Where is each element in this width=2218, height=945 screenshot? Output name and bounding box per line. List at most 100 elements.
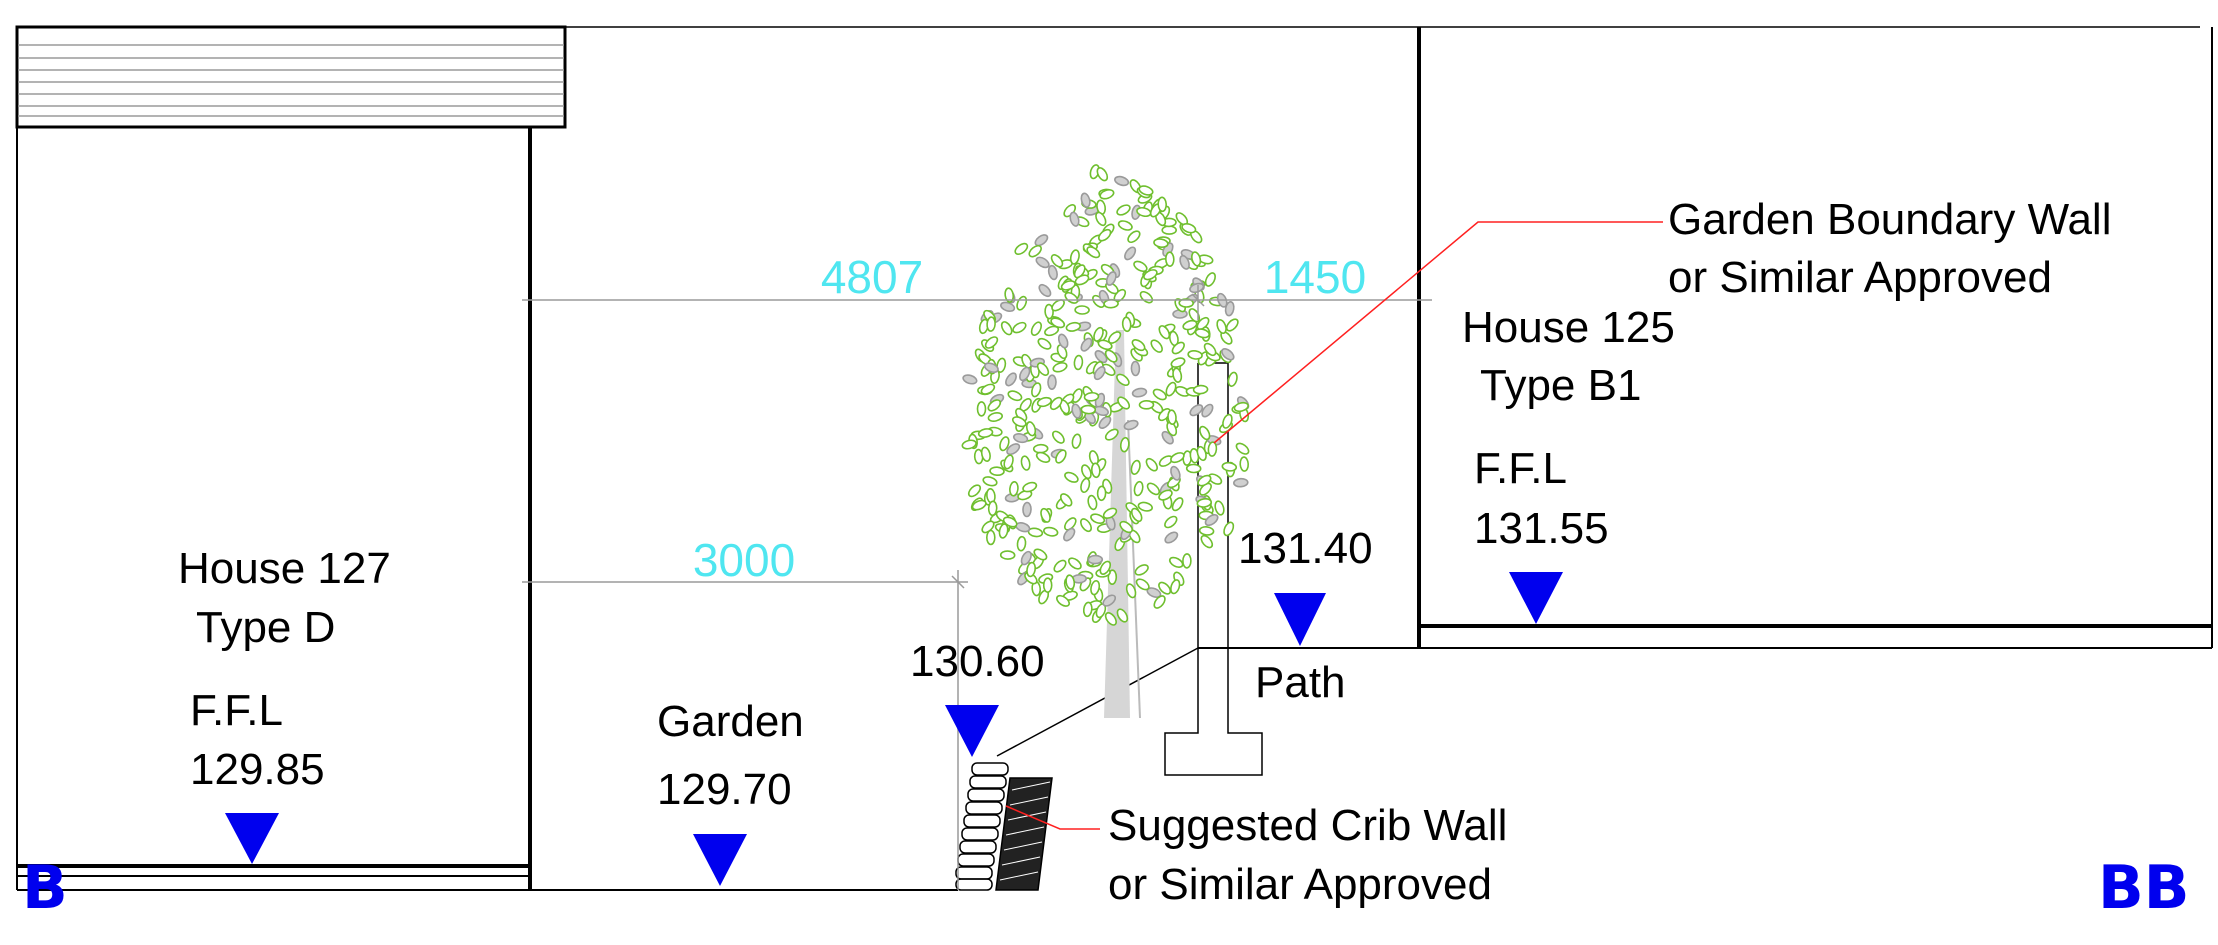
tree-leaf — [987, 411, 1003, 423]
tree-leaf — [1056, 594, 1070, 607]
tree-leaf — [1064, 471, 1079, 483]
tree-leaf — [1083, 391, 1100, 402]
tree-leaf — [1090, 580, 1101, 596]
tree-leaf — [1073, 264, 1086, 279]
tree-leaf — [976, 401, 987, 417]
crib-top-level: 130.60 — [910, 637, 1045, 686]
tree-leaf — [1050, 254, 1064, 268]
tree-leaf — [1037, 337, 1052, 350]
tree-leaf — [1019, 366, 1031, 382]
tree-leaf — [1138, 185, 1154, 196]
tree-leaf — [1093, 366, 1106, 381]
house-125-type: Type B1 — [1480, 361, 1641, 410]
tree-leaf — [1214, 500, 1225, 516]
tree-leaf — [1199, 482, 1212, 496]
tree-leaf — [1222, 413, 1233, 429]
tree-leaf — [1227, 371, 1238, 387]
tree-leaf — [1164, 515, 1178, 529]
tree-leaf — [1200, 534, 1214, 549]
tree-leaf — [961, 439, 977, 450]
tree-leaf — [1182, 319, 1198, 331]
tree-leaf — [1087, 494, 1098, 511]
tree-leaf — [1187, 350, 1203, 360]
tree-leaf — [1171, 497, 1184, 512]
tree-leaf — [1059, 493, 1073, 507]
tree-leaf — [1198, 526, 1215, 536]
tree-leaf — [1074, 274, 1090, 286]
tree-leaf — [1055, 449, 1067, 464]
house-127-type: Type D — [196, 603, 335, 652]
tree-leaf — [1081, 464, 1092, 480]
tree-leaf — [1022, 501, 1032, 518]
tree-leaf — [977, 428, 994, 438]
tree-leaf — [1000, 301, 1016, 312]
tree-leaf — [1117, 220, 1133, 231]
tree-leaf — [1065, 574, 1076, 590]
tree-leaf — [1073, 354, 1084, 371]
tree-leaf — [1168, 556, 1184, 569]
tree-leaf — [1093, 326, 1104, 342]
tree-leaf — [1071, 403, 1082, 419]
tree-leaf — [1099, 560, 1112, 575]
tree-leaf — [984, 336, 999, 349]
tree-leaf — [1117, 396, 1131, 410]
tree-leaf — [1033, 548, 1048, 561]
tree-leaf — [1069, 249, 1080, 265]
tree-leaf — [967, 484, 982, 498]
tree-leaf — [985, 529, 996, 546]
tree-leaf — [987, 500, 998, 517]
house-125-name: House 125 — [1462, 303, 1675, 352]
tree-leaf — [1182, 553, 1192, 569]
house-127-ffl-label: F.F.L — [190, 686, 283, 735]
tree-leaf — [1225, 318, 1239, 332]
tree-leaf — [1139, 290, 1154, 304]
tree-leaf — [1127, 230, 1141, 244]
tree-leaf — [1104, 612, 1117, 626]
house-127-ffl-value: 129.85 — [190, 745, 325, 794]
dimension-1450: 1450 — [1264, 251, 1366, 303]
tree-leaf — [983, 362, 999, 374]
tree-leaf — [1042, 577, 1053, 594]
tree-leaf — [1028, 244, 1042, 258]
tree-leaf — [1052, 362, 1068, 373]
tree-leaf — [1203, 342, 1217, 357]
tree-leaf — [1057, 333, 1069, 349]
tree-leaf — [962, 374, 978, 385]
tree-leaf — [1094, 350, 1108, 364]
tree-leaf — [1221, 348, 1235, 361]
tree-leaf — [1204, 272, 1216, 287]
house-125-ffl-value: 131.55 — [1474, 504, 1609, 553]
path-label: Path — [1255, 658, 1346, 707]
tree-leaf — [1105, 271, 1117, 286]
level-marker-icon — [693, 834, 747, 886]
tree-leaf — [1130, 507, 1143, 523]
left-roof — [15, 25, 567, 129]
tree-leaf — [1096, 485, 1107, 502]
tree-leaf — [1221, 461, 1238, 472]
tree-leaf — [1012, 433, 1029, 444]
tree-leaf — [1074, 305, 1090, 315]
tree-leaf — [1009, 481, 1019, 497]
tree-leaf — [1080, 518, 1092, 533]
house-127-outline — [17, 127, 532, 890]
tree-leaf — [1164, 531, 1179, 544]
tree-leaf — [1179, 254, 1190, 270]
tree-leaf — [1137, 501, 1153, 512]
dimension-4807: 4807 — [821, 251, 923, 303]
tree-leaf — [1047, 374, 1057, 390]
tree-leaf — [1026, 561, 1037, 578]
tree-leaf — [1171, 341, 1185, 355]
tree-leaf — [1095, 211, 1107, 227]
crib-note-line1: Suggested Crib Wall — [1108, 801, 1507, 850]
tree-leaf — [1185, 463, 1202, 474]
tree-leaf — [999, 436, 1010, 452]
tree-leaf — [1158, 489, 1173, 501]
tree-leaf — [1034, 234, 1049, 247]
tree-leaf — [1170, 579, 1181, 595]
tree-leaf — [1098, 415, 1112, 430]
tree-leaf — [1097, 339, 1113, 351]
tree-leaf — [1121, 316, 1132, 333]
tree-leaf — [1087, 554, 1104, 565]
tree-leaf — [1035, 451, 1051, 464]
drawing-frame — [16, 26, 2200, 890]
